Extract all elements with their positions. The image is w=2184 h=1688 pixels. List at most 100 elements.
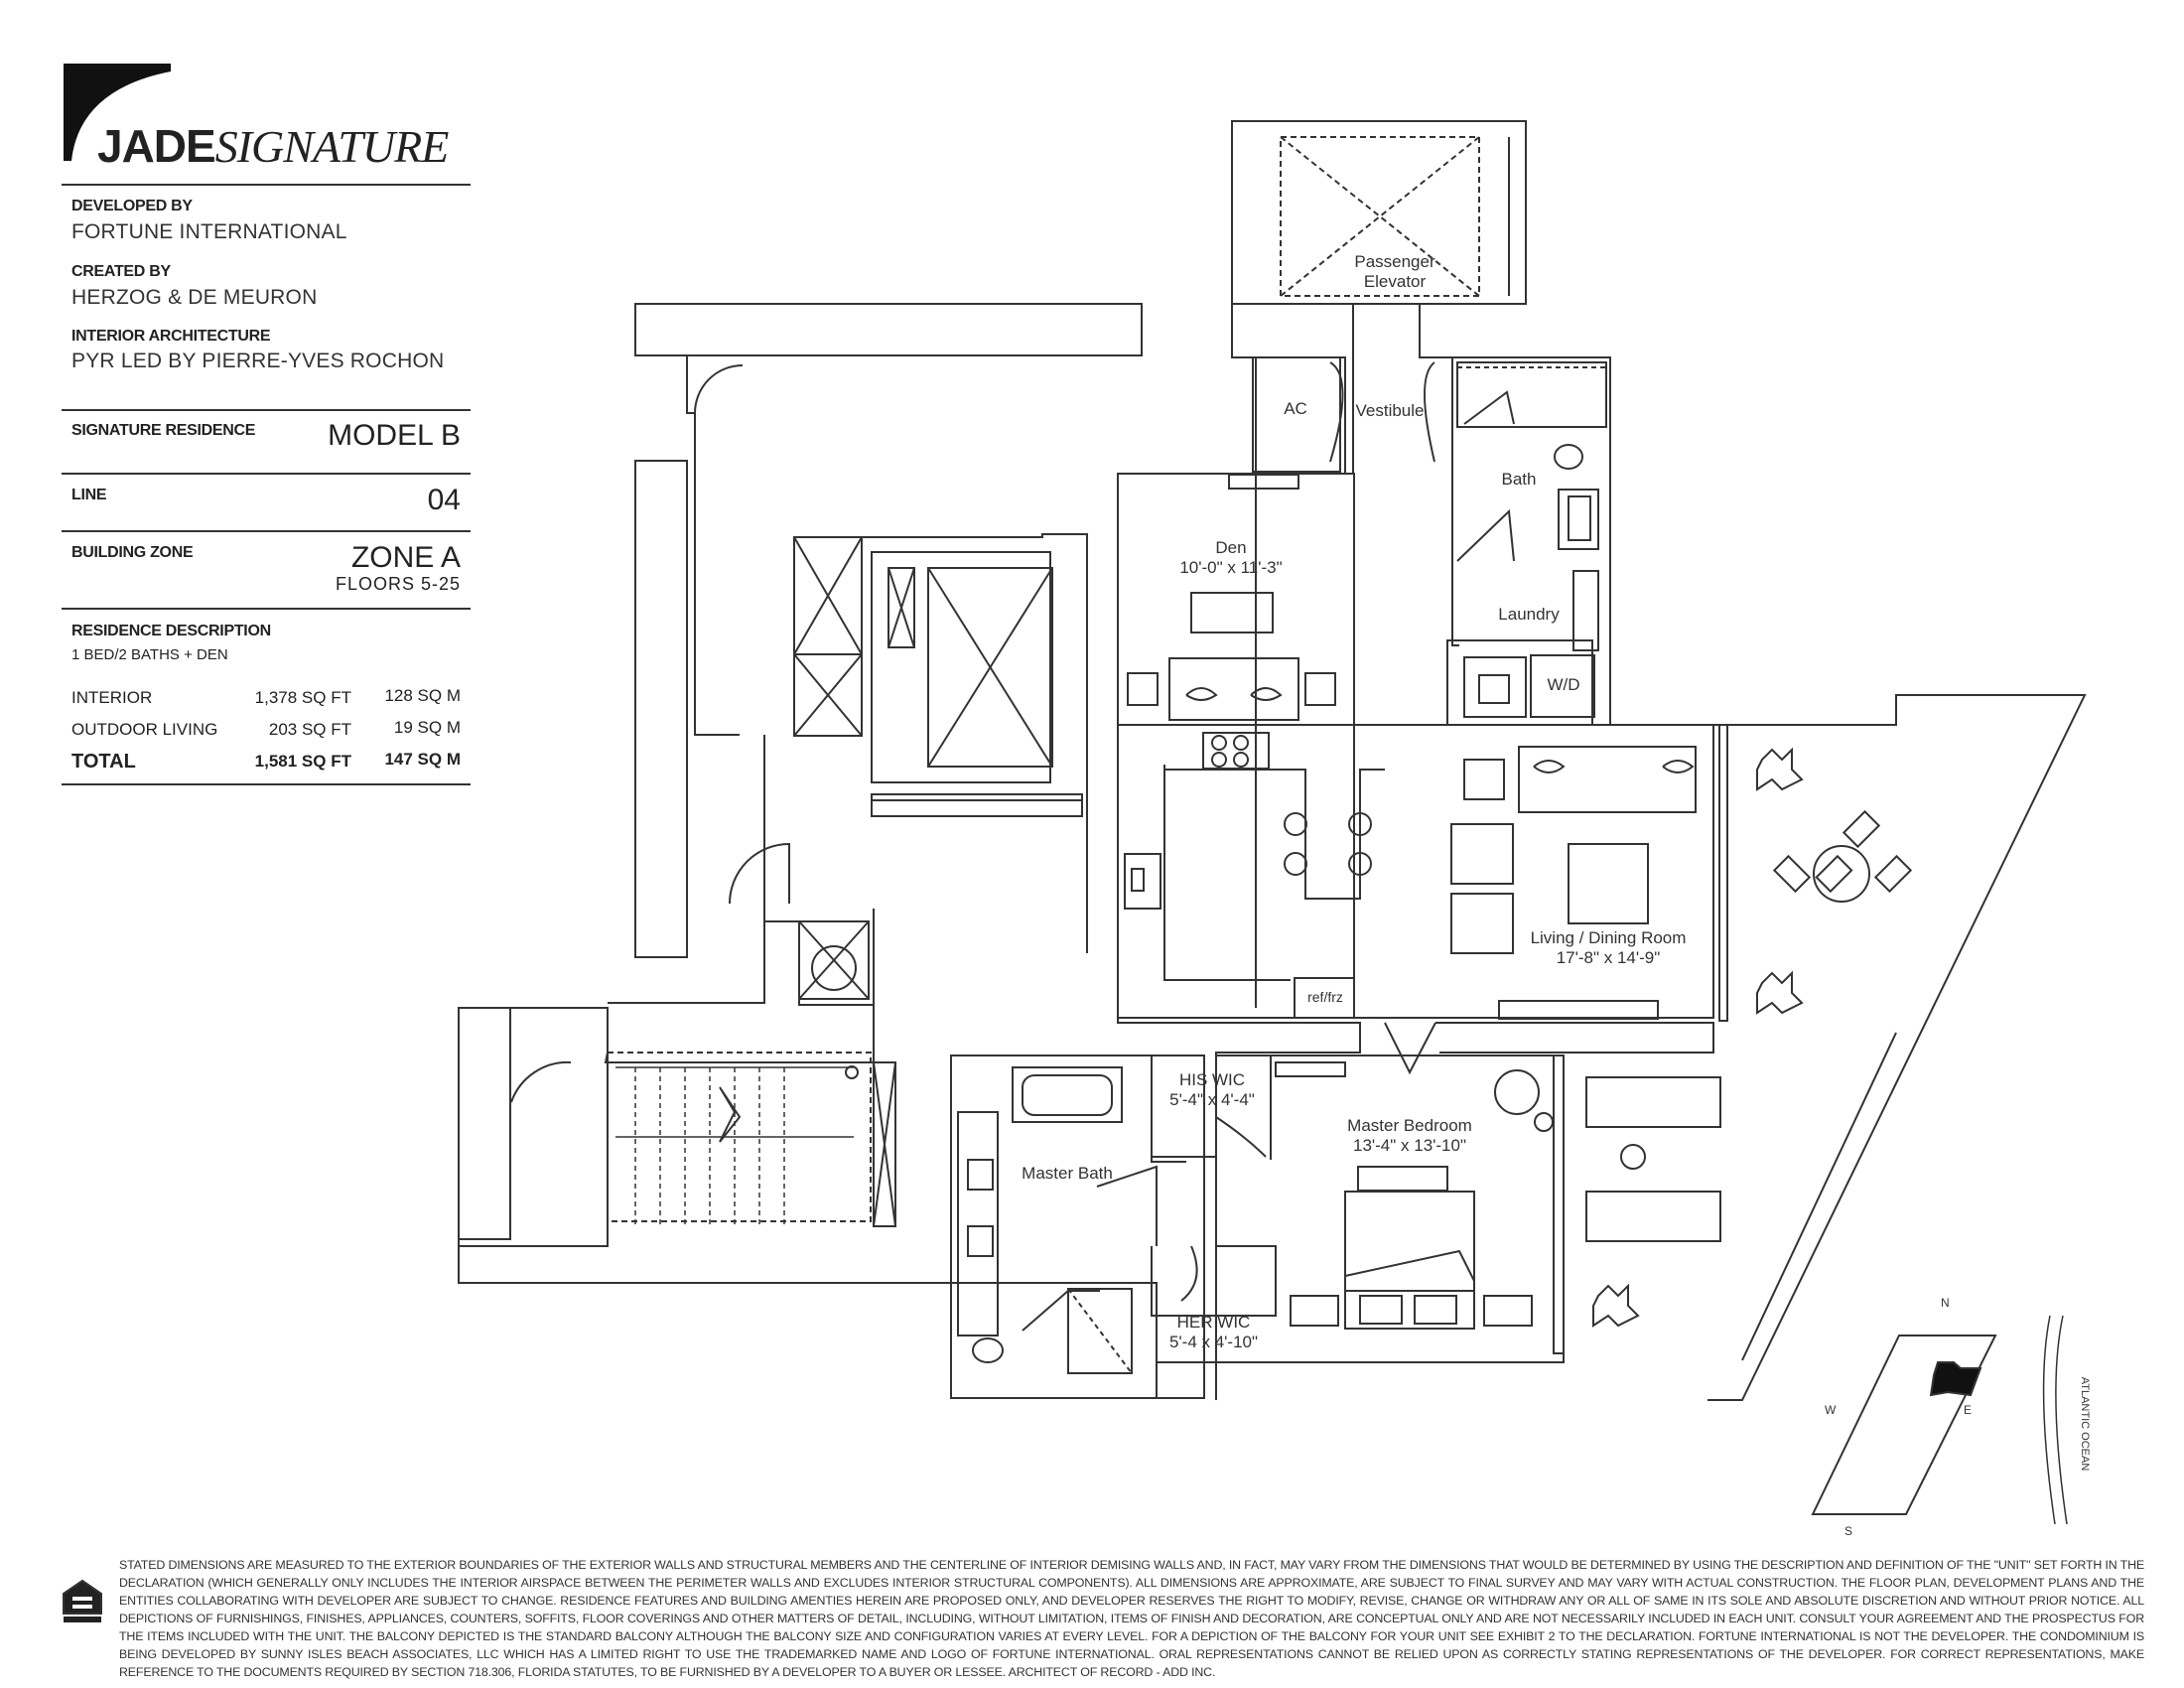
- coffee-table: [1568, 843, 1649, 924]
- developed-by-value: FORTUNE INTERNATIONAL: [71, 220, 347, 243]
- stair-rail: [873, 1061, 896, 1227]
- den-sofa: [1168, 657, 1299, 721]
- ac-closet: [1252, 356, 1341, 473]
- shoreline: [2042, 1315, 2056, 1525]
- freight-elevator: [871, 551, 1051, 783]
- trash-chute-circle: [811, 945, 857, 991]
- den-side-table: [1127, 672, 1159, 706]
- corridor-slab: [634, 303, 1143, 356]
- compass-n: N: [1941, 1296, 1950, 1310]
- lower-outline: [458, 1008, 1158, 1398]
- master-bath-label: Master Bath: [1022, 1164, 1113, 1183]
- bath-toilet: [1554, 444, 1583, 470]
- kitchen-counter: [1163, 765, 1291, 981]
- bedroom-chair: [1494, 1069, 1540, 1115]
- interior-architecture-label: INTERIOR ARCHITECTURE: [71, 328, 271, 345]
- total-sqft: 1,581 SQ FT: [254, 752, 351, 771]
- bathtub: [1012, 1066, 1123, 1123]
- living-sofa: [1518, 746, 1697, 813]
- freight-car: [927, 567, 1053, 768]
- fridge: [1294, 977, 1355, 1019]
- stair-block: [458, 1007, 609, 1247]
- master-bath-door: [1096, 1165, 1158, 1246]
- wd-label: W/D: [1547, 675, 1580, 694]
- core-outline: [794, 533, 1088, 953]
- nightstand-1: [1290, 1295, 1339, 1327]
- info-panel: JADESIGNATURE DEVELOPED BY FORTUNE INTER…: [62, 62, 471, 796]
- den-desk: [1190, 592, 1274, 633]
- corridor-door-swing: [694, 364, 744, 414]
- zone-label: BUILDING ZONE: [71, 544, 194, 561]
- interior-label: INTERIOR: [71, 688, 153, 707]
- elevator-car: [1280, 136, 1480, 297]
- master-shower: [1067, 1288, 1133, 1374]
- core-sill: [871, 793, 1083, 817]
- wic-shelf: [1275, 1061, 1346, 1077]
- site-building: [1929, 1361, 1982, 1397]
- residence-label: SIGNATURE RESIDENCE: [71, 422, 256, 439]
- brand-bold: JADE: [97, 120, 216, 172]
- logo-mark: [64, 64, 171, 161]
- wd-unit: [1530, 654, 1595, 718]
- stair-treads: [615, 1066, 854, 1226]
- brand-italic: SIGNATURE: [214, 121, 450, 172]
- interior-sqft: 1,378 SQ FT: [254, 688, 351, 707]
- stair-wall-left: [458, 1007, 511, 1240]
- living-shell: [1117, 724, 1714, 1019]
- den-sill: [1228, 474, 1299, 490]
- zone-floors: FLOORS 5-25: [335, 574, 461, 594]
- compass-w: W: [1825, 1403, 1837, 1417]
- interior-architecture-value: PYR LED BY PIERRE-YVES ROCHON: [71, 350, 445, 372]
- ac-label: AC: [1284, 399, 1307, 418]
- compass-s: S: [1844, 1524, 1853, 1538]
- master-bed: [1344, 1191, 1475, 1330]
- bath-door: [1456, 508, 1515, 562]
- armchair-2: [1450, 893, 1514, 954]
- outdoor-label: OUTDOOR LIVING: [71, 720, 218, 739]
- shaft-b: [793, 653, 863, 737]
- divider: [62, 530, 471, 532]
- balcony-table: [1813, 845, 1870, 903]
- total-sqm: 147 SQ M: [384, 750, 461, 769]
- brand-logo: JADESIGNATURE: [97, 119, 450, 173]
- den-side-table-2: [1304, 672, 1336, 706]
- stair-door: [510, 1060, 572, 1103]
- reffrz-label: ref/frz: [1307, 989, 1343, 1005]
- outdoor-sqm: 19 SQ M: [393, 718, 461, 737]
- unit-entry: [1384, 1022, 1436, 1075]
- master-toilet: [972, 1337, 1004, 1363]
- laundry-sink: [1463, 656, 1527, 718]
- passenger-elevator: [1231, 120, 1527, 305]
- sliding-glass: [1718, 724, 1728, 1022]
- trash-chute: [798, 920, 870, 1000]
- laundry-counter: [1572, 570, 1599, 651]
- divider: [62, 608, 471, 610]
- bath-label: Bath: [1501, 470, 1537, 489]
- total-label: TOTAL: [71, 751, 136, 773]
- divider: [62, 473, 471, 475]
- laundry-niche: [1446, 639, 1593, 726]
- line-label: LINE: [71, 487, 107, 503]
- created-by-value: HERZOG & DE MEURON: [71, 286, 318, 309]
- divider: [62, 184, 471, 186]
- vanity: [957, 1111, 999, 1336]
- stair-break: [719, 1086, 742, 1143]
- stair-landing: [607, 1052, 872, 1222]
- plant-2: [1756, 970, 1804, 1015]
- compass-e: E: [1964, 1403, 1973, 1417]
- balcony-outline: [1707, 694, 2087, 1401]
- residence-value: MODEL B: [328, 419, 461, 452]
- lounger-2: [1585, 1191, 1721, 1242]
- shower: [1456, 361, 1607, 428]
- bath-sink: [1558, 489, 1599, 550]
- bench: [1357, 1166, 1448, 1192]
- description-label: RESIDENCE DESCRIPTION: [71, 623, 271, 639]
- freight-panel: [887, 567, 915, 648]
- living-side-table: [1463, 759, 1505, 800]
- interior-sqm: 128 SQ M: [384, 686, 461, 705]
